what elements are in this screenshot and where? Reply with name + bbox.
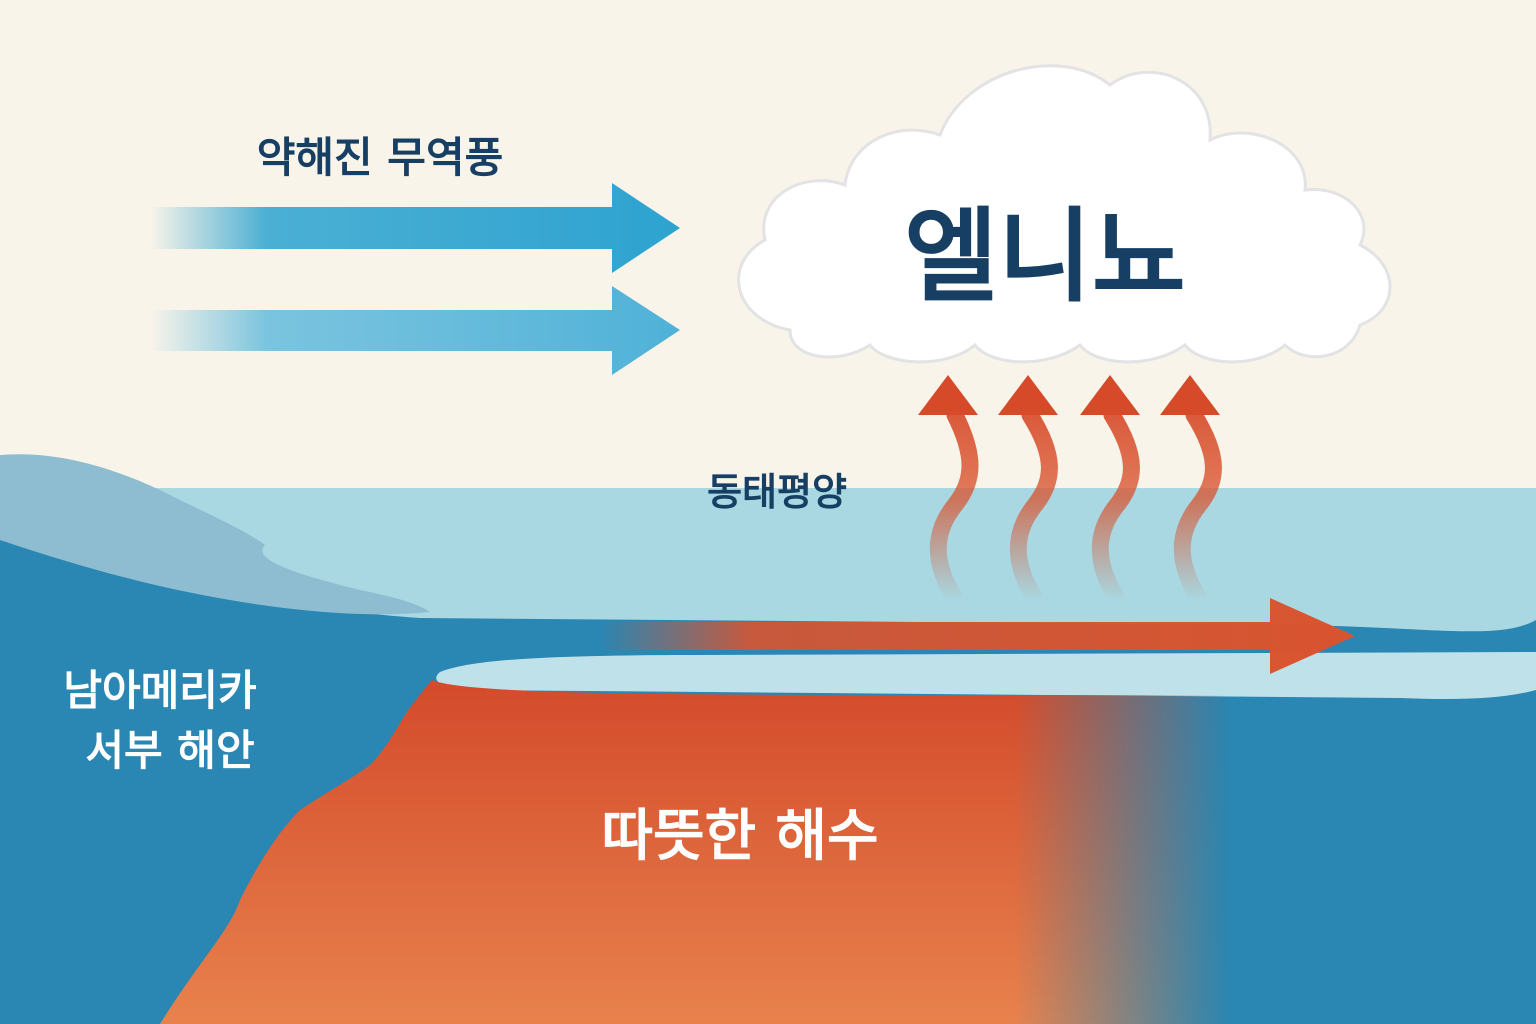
wavy-up-arrow-icon bbox=[918, 375, 979, 609]
warm-water-label: 따뜻한 해수 bbox=[601, 804, 878, 869]
ocean-label: 동태평양 bbox=[707, 470, 847, 514]
wavy-up-arrow-icon bbox=[1160, 375, 1222, 609]
cloud-label: 엘니뇨 bbox=[904, 198, 1186, 317]
thermocline-lens bbox=[436, 652, 1536, 700]
south-america-coast bbox=[0, 454, 430, 615]
coast-label-line2: 서부 해안 bbox=[85, 726, 254, 775]
right-arrow-icon bbox=[150, 183, 680, 273]
wind-label: 약해진 무역풍 bbox=[257, 133, 503, 182]
cloud-shape bbox=[737, 64, 1392, 364]
warm-water-mass bbox=[160, 680, 1536, 1024]
cloud-icon bbox=[737, 64, 1392, 364]
wavy-up-arrow-icon bbox=[1080, 375, 1140, 609]
weakened-trade-wind-arrows bbox=[150, 183, 680, 375]
coast-label-line1: 남아메리카 bbox=[63, 666, 256, 715]
heat-rising-arrows bbox=[918, 375, 1222, 609]
right-arrow-icon bbox=[150, 286, 680, 375]
right-arrow-icon bbox=[600, 598, 1355, 674]
wavy-up-arrow-icon bbox=[998, 375, 1058, 609]
